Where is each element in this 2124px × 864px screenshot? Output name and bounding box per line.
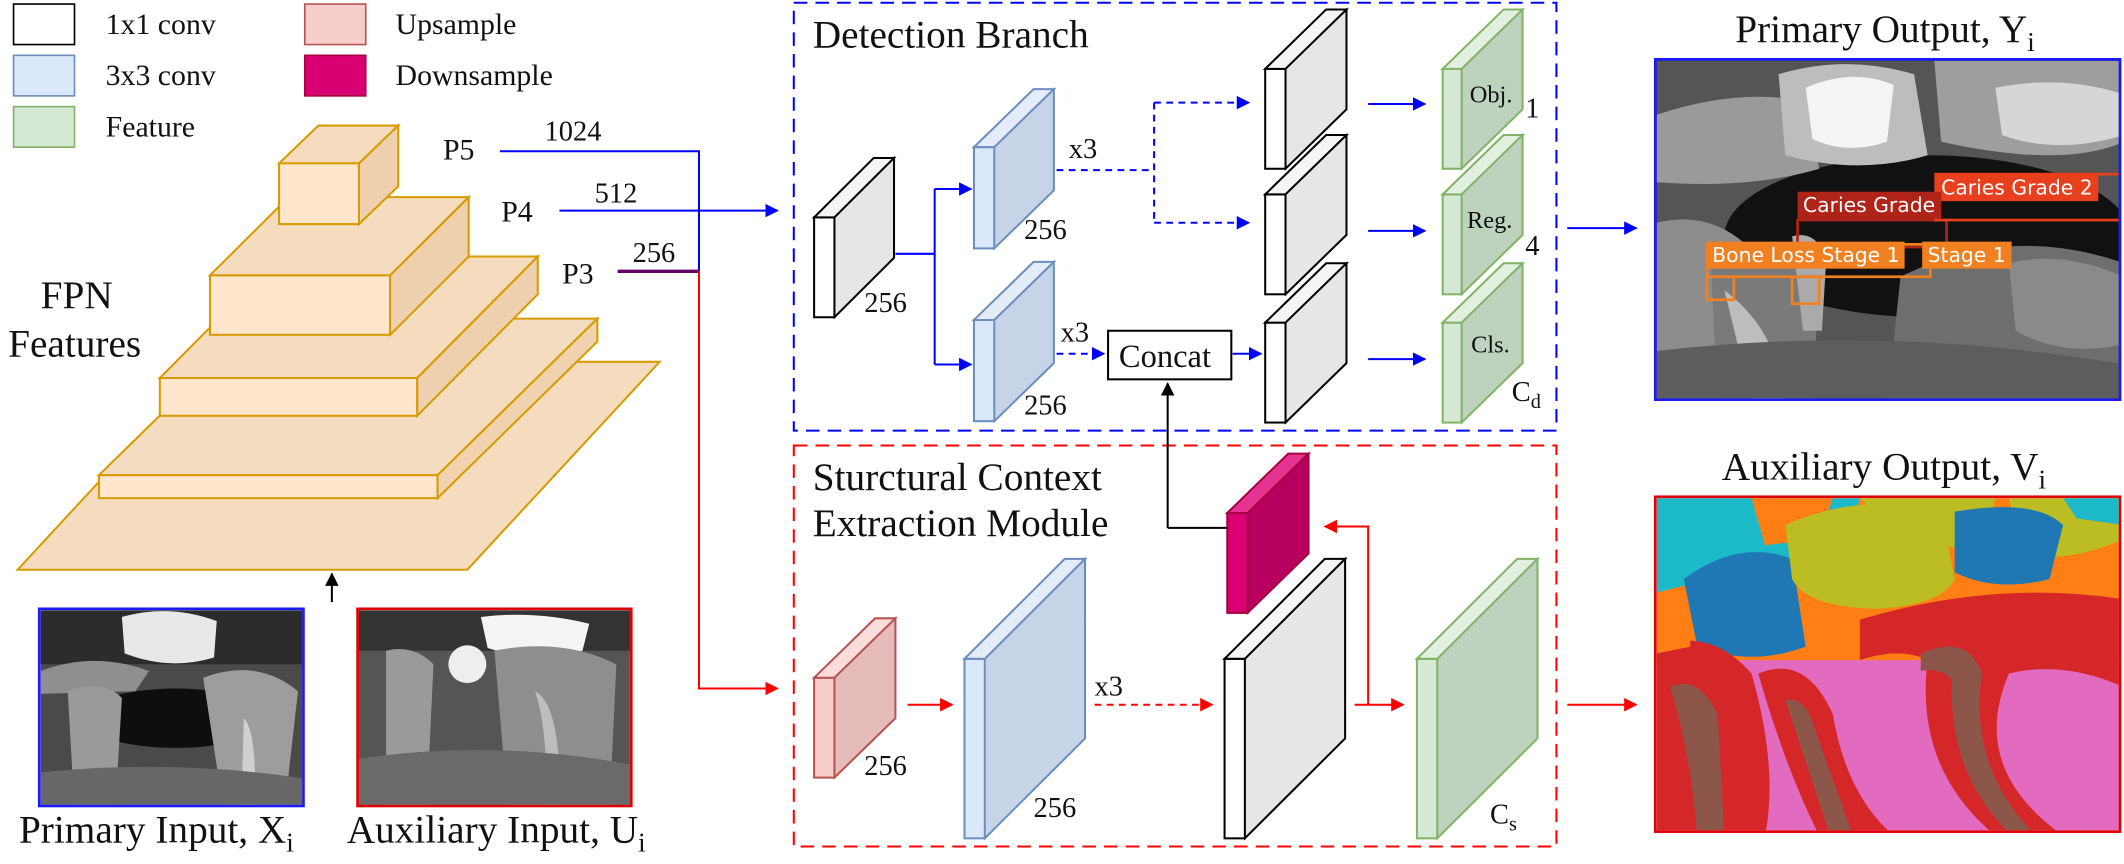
- fpn-p3-channels: 256: [632, 236, 676, 269]
- struct-conv1x1-block: [1222, 556, 1348, 841]
- struct-downsample-block: [1224, 451, 1312, 615]
- legend-swatch-upsample: [303, 3, 367, 46]
- structural-module-frame: [792, 444, 1558, 848]
- legend-swatch-feature: [12, 105, 76, 148]
- primary-output-title: Primary Output, Yi: [1735, 8, 2035, 58]
- det-conv1x1-input: [811, 155, 897, 320]
- legend-label-upsample: Upsample: [395, 6, 517, 41]
- det-conv1x1-reg: [1262, 133, 1349, 297]
- fpn-p4-channels: 512: [594, 176, 638, 210]
- fpn-label-line1: FPN: [40, 274, 113, 318]
- det-conv3x3-top: [971, 87, 1057, 251]
- fpn-p5-channels: 1024: [544, 114, 602, 148]
- fpn-connectors: [499, 150, 779, 696]
- legend-label-3x3: 3x3 conv: [105, 58, 216, 92]
- auxiliary-output-title: Auxiliary Output, Vi: [1721, 445, 2047, 496]
- det-bottom-repeat: x3: [1060, 315, 1090, 349]
- legend-label-feature: Feature: [105, 109, 196, 144]
- detection-branch-frame: [792, 1, 1558, 432]
- det-top-repeat: x3: [1068, 132, 1098, 165]
- primary-input-caption: Primary Input, Xi: [18, 808, 294, 859]
- fpn-p3-label: P3: [562, 256, 594, 291]
- det-feature-reg: [1440, 132, 1526, 297]
- legend-swatch-downsample: [303, 54, 367, 97]
- cls-head-label: Cls.: [1471, 330, 1510, 358]
- cls-head-count: Cd: [1511, 375, 1541, 414]
- det-top-channels: 256: [1024, 213, 1067, 246]
- det-input-channels: 256: [864, 286, 907, 319]
- auxiliary-input-caption: Auxiliary Input, Ui: [346, 808, 646, 859]
- struct-conv3x3-channels: 256: [1033, 791, 1077, 824]
- auxiliary-input-image: [356, 607, 633, 808]
- det-conv3x3-bottom: [971, 259, 1057, 424]
- fpn-p4-label: P4: [501, 194, 533, 229]
- struct-output-channels: Cs: [1490, 797, 1517, 836]
- det-feature-obj: [1440, 7, 1526, 171]
- struct-upsample-channels: 256: [864, 749, 907, 782]
- detection-tag: Stage 1: [1922, 241, 2012, 269]
- detection-branch-title: Detection Branch: [812, 13, 1089, 57]
- detection-tag: Bone Loss Stage 1: [1706, 241, 1905, 269]
- legend-label-1x1: 1x1 conv: [105, 6, 216, 41]
- reg-head-count: 4: [1525, 229, 1540, 262]
- legend-swatch-1x1: [12, 3, 76, 46]
- primary-output-image: Caries Grade 2 Caries Grade Bone Loss St…: [1653, 58, 2122, 401]
- det-bottom-channels: 256: [1024, 388, 1067, 422]
- structural-title-line2: Extraction Module: [812, 502, 1109, 546]
- struct-repeat: x3: [1094, 669, 1123, 702]
- det-feature-cls: [1440, 261, 1526, 425]
- concat-label: Concat: [1118, 340, 1211, 376]
- fpn-p5-label: P5: [442, 132, 475, 167]
- fpn-label-line2: Features: [8, 322, 142, 366]
- struct-conv3x3-block: [962, 556, 1088, 841]
- detection-tag: Caries Grade: [1797, 191, 1941, 219]
- auxiliary-output-image: [1653, 495, 2122, 833]
- legend-swatch-3x3: [12, 54, 76, 97]
- det-conv1x1-obj: [1262, 7, 1349, 171]
- obj-head-label: Obj.: [1469, 81, 1513, 108]
- fpn-pyramid: [15, 123, 663, 571]
- structural-arrows: [907, 519, 1638, 712]
- legend-label-downsample: Downsample: [395, 58, 553, 92]
- structural-title-line1: Sturctural Context: [812, 456, 1102, 500]
- detection-tag: Caries Grade 2: [1935, 174, 2099, 202]
- struct-upsample-block: [811, 616, 898, 780]
- obj-head-count: 1: [1525, 91, 1540, 125]
- det-conv1x1-cls: [1262, 261, 1349, 425]
- struct-feature-block: [1414, 556, 1540, 841]
- reg-head-label: Reg.: [1467, 206, 1513, 234]
- primary-input-image: [37, 607, 305, 808]
- concat-box: [1107, 329, 1233, 381]
- detection-arrows: [895, 95, 1638, 372]
